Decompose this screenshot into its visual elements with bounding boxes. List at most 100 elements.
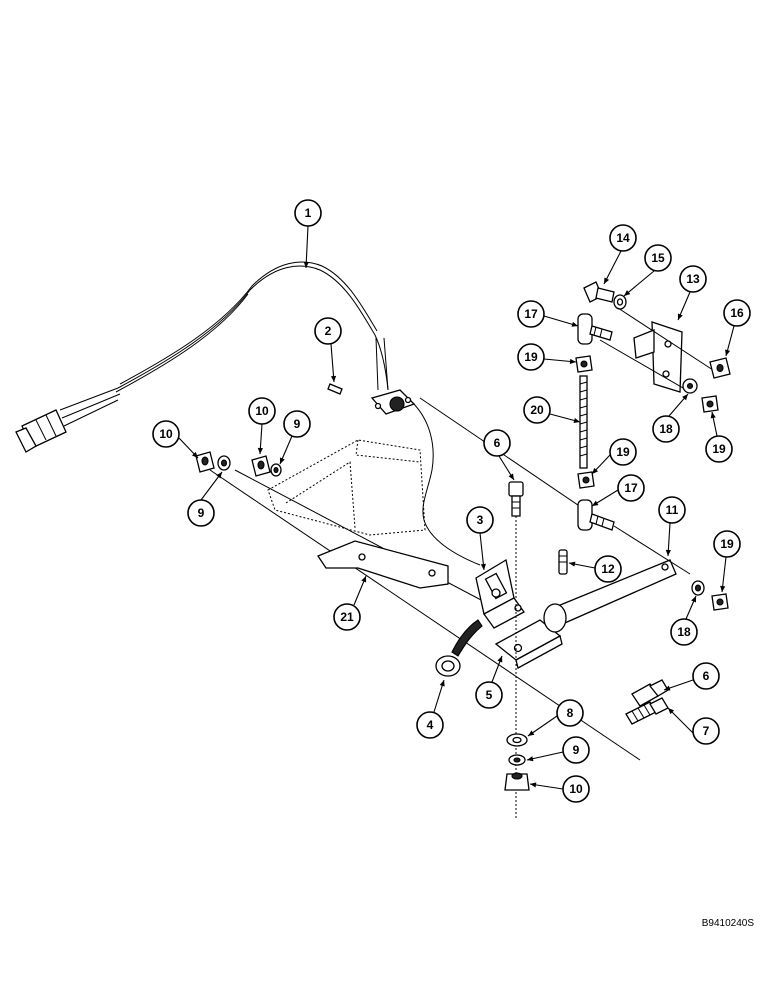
leader-arrowhead bbox=[592, 467, 599, 474]
svg-text:19: 19 bbox=[712, 442, 726, 456]
svg-text:9: 9 bbox=[573, 743, 580, 757]
callout-5: 5 bbox=[475, 681, 503, 709]
callout-19-right-upper: 19 bbox=[705, 435, 733, 463]
svg-text:7: 7 bbox=[703, 724, 710, 738]
callout-6-lower: 6 bbox=[692, 662, 720, 690]
callout-1: 1 bbox=[294, 199, 322, 227]
lever-plate-5 bbox=[494, 619, 563, 669]
callout-18-upper: 18 bbox=[652, 415, 680, 443]
callout-10-middle: 10 bbox=[248, 397, 276, 425]
leader-arrowhead bbox=[439, 680, 445, 687]
callout-9-left: 9 bbox=[187, 499, 215, 527]
callout-21: 21 bbox=[333, 603, 361, 631]
callout-3: 3 bbox=[466, 506, 494, 534]
svg-text:9: 9 bbox=[294, 417, 301, 431]
callout-10-left: 10 bbox=[152, 420, 180, 448]
callout-19-upper: 19 bbox=[517, 343, 545, 371]
svg-text:19: 19 bbox=[720, 537, 734, 551]
spring bbox=[451, 619, 483, 657]
svg-text:19: 19 bbox=[524, 350, 538, 364]
drawing-reference-code: B9410240S bbox=[702, 918, 755, 929]
callout-20: 20 bbox=[523, 396, 551, 424]
washer-15 bbox=[613, 294, 627, 310]
callout-18-lower: 18 bbox=[670, 618, 698, 646]
svg-text:4: 4 bbox=[427, 718, 434, 732]
leader-arrowhead bbox=[592, 500, 599, 506]
leader-line bbox=[479, 532, 485, 571]
arm-11 bbox=[543, 559, 677, 633]
leader-arrowhead bbox=[257, 447, 263, 454]
leader-arrowhead bbox=[530, 782, 537, 788]
leader-line bbox=[526, 751, 564, 761]
leader-arrowhead bbox=[508, 473, 514, 480]
swivel-17-upper bbox=[577, 313, 613, 345]
leader-line bbox=[603, 250, 622, 285]
svg-text:13: 13 bbox=[686, 272, 700, 286]
callout-19-right-lower: 19 bbox=[713, 530, 741, 558]
nut-19-upper bbox=[575, 355, 593, 373]
svg-text:10: 10 bbox=[569, 782, 583, 796]
svg-text:12: 12 bbox=[601, 562, 615, 576]
nut-18-upper bbox=[682, 378, 698, 394]
leader-arrowhead bbox=[303, 261, 309, 268]
svg-text:1: 1 bbox=[305, 206, 312, 220]
leader-arrowhead bbox=[330, 375, 337, 382]
leader-line bbox=[623, 270, 655, 297]
svg-text:6: 6 bbox=[703, 669, 710, 683]
leader-arrowhead bbox=[216, 472, 222, 479]
washer-4 bbox=[435, 655, 461, 677]
bolt-6-horizontal bbox=[631, 679, 669, 707]
leader-arrowhead bbox=[691, 596, 696, 603]
svg-text:18: 18 bbox=[677, 625, 691, 639]
nut-19-right-upper bbox=[701, 395, 719, 413]
svg-text:17: 17 bbox=[624, 481, 638, 495]
callout-11: 11 bbox=[658, 496, 686, 524]
nut-18-lower bbox=[691, 580, 705, 596]
svg-text:6: 6 bbox=[494, 436, 501, 450]
leader-arrowhead bbox=[480, 563, 486, 570]
washer-8 bbox=[506, 733, 528, 747]
leader-arrowhead bbox=[497, 656, 503, 663]
callout-2: 2 bbox=[314, 317, 342, 345]
leader-arrowhead bbox=[668, 708, 675, 715]
leader-line bbox=[305, 225, 309, 269]
nut-10-left bbox=[195, 451, 215, 473]
lockwasher-9-lower bbox=[508, 754, 526, 766]
svg-text:18: 18 bbox=[659, 422, 673, 436]
leader-arrowhead bbox=[573, 417, 580, 423]
leader-arrowhead bbox=[527, 756, 534, 762]
threaded-rod-20 bbox=[579, 375, 588, 469]
svg-text:10: 10 bbox=[159, 427, 173, 441]
bolt-14 bbox=[583, 281, 615, 303]
svg-text:5: 5 bbox=[486, 688, 493, 702]
svg-text:17: 17 bbox=[524, 307, 538, 321]
svg-text:11: 11 bbox=[666, 503, 679, 517]
pin-12 bbox=[558, 549, 568, 575]
callout-14: 14 bbox=[609, 224, 637, 252]
leader-arrowhead bbox=[725, 349, 731, 356]
svg-text:2: 2 bbox=[325, 324, 332, 338]
leader-arrowhead bbox=[664, 685, 671, 691]
bolt-6-vertical bbox=[508, 481, 524, 820]
nut-19-lower bbox=[577, 471, 595, 489]
leader-arrowhead bbox=[710, 412, 716, 419]
callout-4: 4 bbox=[416, 711, 444, 739]
leader-arrowhead bbox=[720, 585, 726, 592]
leader-arrowhead bbox=[279, 457, 285, 464]
bracket-21 bbox=[317, 540, 449, 589]
svg-text:20: 20 bbox=[530, 403, 544, 417]
leader-arrowhead bbox=[191, 451, 198, 458]
svg-text:15: 15 bbox=[651, 251, 665, 265]
callout-13: 13 bbox=[679, 265, 707, 293]
callout-10-lower: 10 bbox=[562, 775, 590, 803]
svg-text:19: 19 bbox=[616, 445, 630, 459]
svg-text:9: 9 bbox=[198, 506, 205, 520]
nut-10-middle bbox=[251, 455, 271, 477]
nut-10-lower bbox=[504, 772, 530, 791]
callout-15: 15 bbox=[644, 244, 672, 272]
leader-arrowhead bbox=[624, 290, 631, 296]
nut-16 bbox=[709, 357, 731, 379]
screw-2 bbox=[327, 383, 343, 395]
lockwasher-9-left bbox=[217, 455, 231, 471]
